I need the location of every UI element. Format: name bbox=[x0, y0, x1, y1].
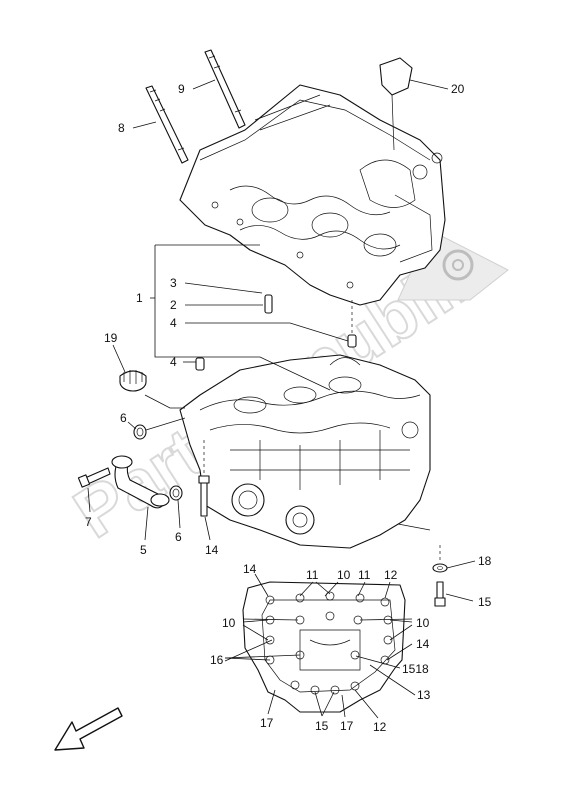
front-direction-arrow-icon bbox=[54, 707, 123, 751]
callout-labels: 20 9 8 1 3 2 4 4 19 6 7 5 6 14 18 15 14 … bbox=[85, 82, 492, 734]
rubber-plug-20 bbox=[379, 57, 413, 151]
o-ring-6-upper bbox=[133, 424, 147, 440]
callout-6-upper: 6 bbox=[120, 411, 127, 425]
dowel-pin-4-upper bbox=[347, 334, 357, 348]
callout-17-left: 17 bbox=[260, 716, 274, 730]
lower-crankcase bbox=[179, 354, 431, 549]
bolt-7 bbox=[77, 467, 111, 488]
dowel-pin-4-lower bbox=[195, 357, 205, 371]
callout-14-bottom-left: 14 bbox=[243, 562, 257, 576]
callout-17-right: 17 bbox=[340, 719, 354, 733]
callout-16: 16 bbox=[210, 653, 224, 667]
callout-10-top: 10 bbox=[337, 568, 351, 582]
leader-lines bbox=[87, 79, 476, 719]
callout-20: 20 bbox=[451, 82, 465, 96]
bolt-15 bbox=[434, 581, 446, 607]
callout-15-bottom: 15 bbox=[315, 719, 329, 733]
callout-1: 1 bbox=[136, 291, 143, 305]
callout-4-upper: 4 bbox=[170, 316, 177, 330]
oil-filler-cap-19 bbox=[119, 370, 147, 392]
callout-2: 2 bbox=[170, 298, 177, 312]
callout-6-lower: 6 bbox=[175, 530, 182, 544]
callout-8: 8 bbox=[118, 121, 125, 135]
callout-11-right: 11 bbox=[358, 568, 371, 582]
callout-14-lower-case: 14 bbox=[205, 543, 219, 557]
upper-crankcase bbox=[179, 84, 446, 306]
callout-13: 13 bbox=[417, 688, 431, 702]
callout-10-right: 10 bbox=[416, 616, 430, 630]
pipe-guide bbox=[145, 417, 186, 431]
callout-19: 19 bbox=[104, 331, 118, 345]
callout-10-left: 10 bbox=[222, 616, 236, 630]
callout-9: 9 bbox=[178, 82, 185, 96]
callout-18: 18 bbox=[478, 554, 492, 568]
callout-4-lower: 4 bbox=[170, 355, 177, 369]
crankcase-bottom-view bbox=[242, 581, 406, 713]
callout-5: 5 bbox=[140, 543, 147, 557]
callout-7: 7 bbox=[85, 515, 92, 529]
oil-pipe-5 bbox=[111, 455, 170, 509]
callout-1518: 1518 bbox=[402, 662, 429, 676]
callout-12-top: 12 bbox=[384, 568, 398, 582]
bolt-14 bbox=[198, 475, 210, 517]
callout-12-bottom: 12 bbox=[373, 720, 387, 734]
stud-bolt-9 bbox=[204, 49, 246, 129]
callout-3: 3 bbox=[170, 276, 177, 290]
washer-18 bbox=[432, 563, 448, 573]
callout-15: 15 bbox=[478, 595, 492, 609]
stud-bolt-8 bbox=[145, 85, 189, 164]
o-ring-6-lower bbox=[169, 485, 183, 501]
callout-11-left: 11 bbox=[306, 568, 319, 582]
callout-14-bottom-right: 14 bbox=[416, 637, 430, 651]
dowel-pin-3-2 bbox=[264, 294, 273, 314]
